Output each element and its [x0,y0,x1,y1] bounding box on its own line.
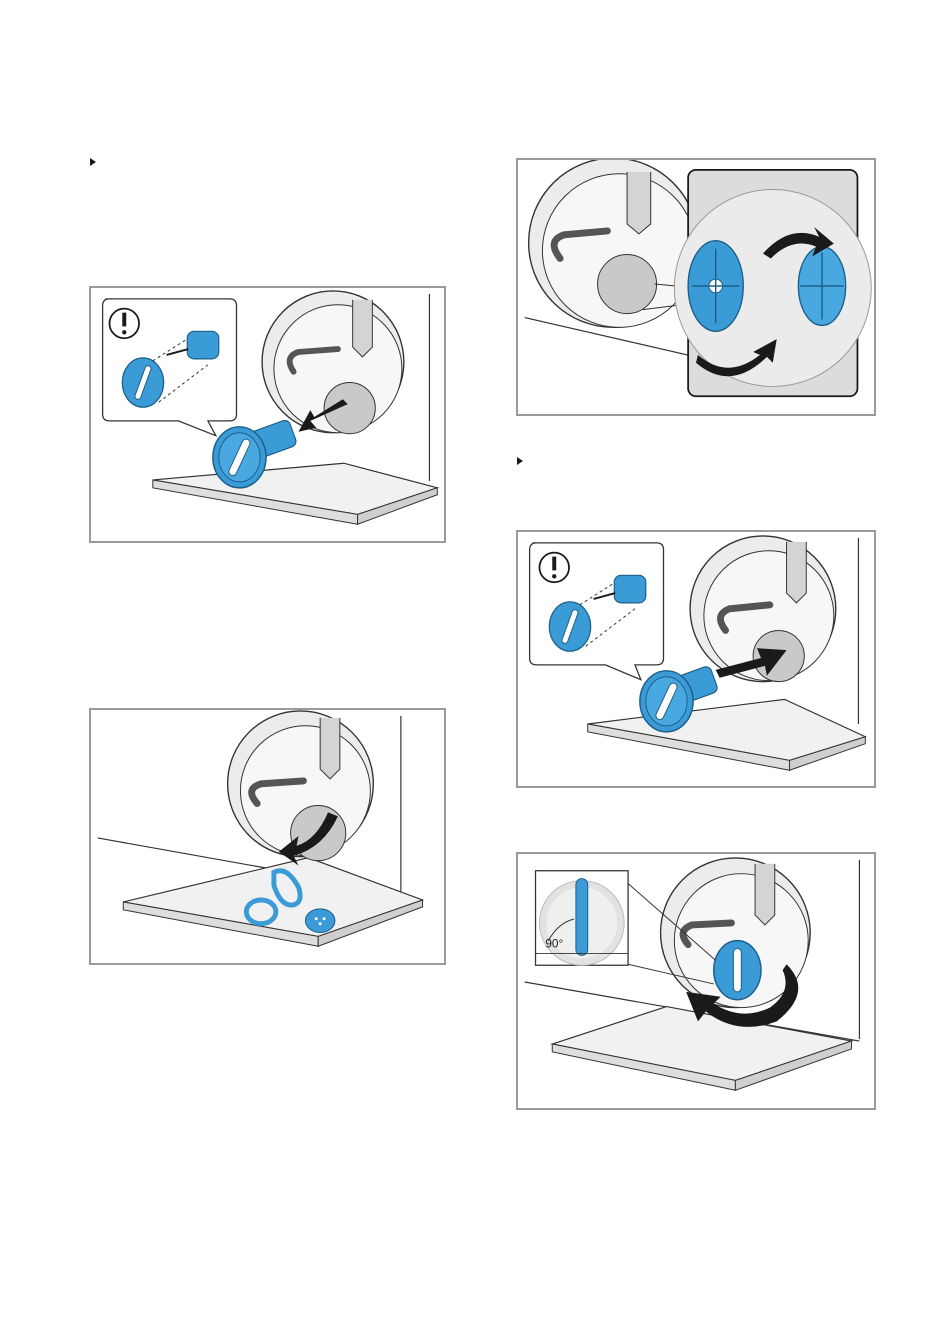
figure-remove-filter [89,286,446,543]
angle-label: 90° [545,937,563,951]
warning-callout [103,299,237,436]
bullet-marker [90,158,96,166]
figure-insert-filter [516,530,876,788]
impeller-right [798,247,845,326]
warning-callout [530,543,664,680]
figure-turn-filter: 90° [516,852,876,1110]
filter-icon [714,941,761,1000]
figure-remove-foreign-objects [89,708,446,965]
impeller-left [688,241,743,332]
bullet-marker [517,457,523,465]
figure-check-pump-impeller [516,158,876,416]
